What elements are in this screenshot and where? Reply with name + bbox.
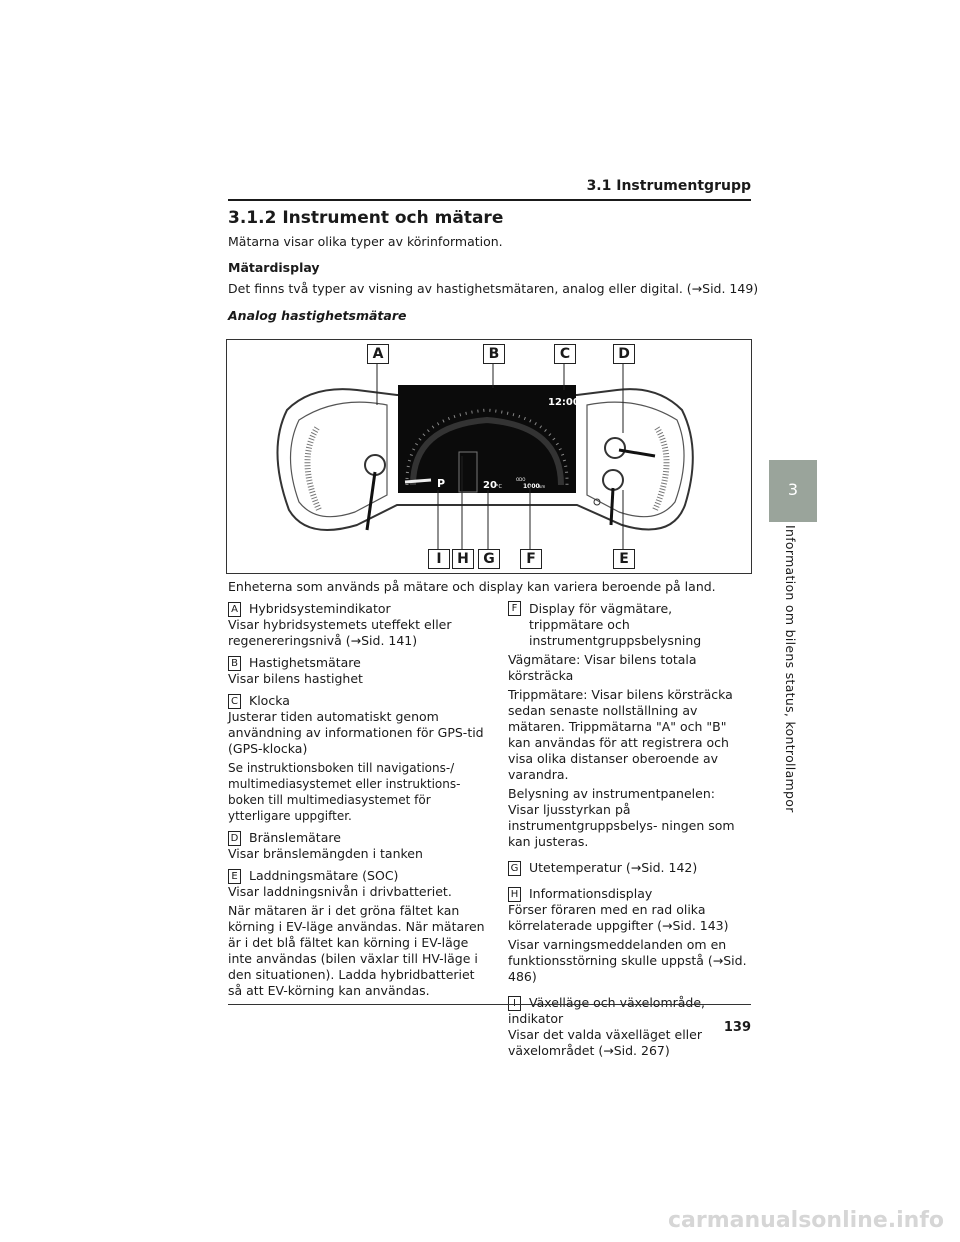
item-text: Vägmätare: Visar bilens totala körsträck… xyxy=(508,652,697,683)
item-letter: G xyxy=(508,861,521,876)
label-c: C xyxy=(554,344,576,364)
right-column: F Display för vägmätare, trippmätare och … xyxy=(508,601,748,1065)
item-letter: A xyxy=(228,602,241,617)
item-text: Visar hybridsystemets uteffekt eller reg… xyxy=(228,617,452,648)
figure-caption: Enheterna som används på mätare och disp… xyxy=(228,579,716,594)
item-text: Visar bilens hastighet xyxy=(228,671,363,686)
header-rule xyxy=(228,199,751,201)
item-letter: E xyxy=(228,869,241,884)
item-b: B Hastighetsmätare Visar bilens hastighet xyxy=(228,655,490,687)
label-i: I xyxy=(428,549,450,569)
item-text: Visar bränslemängden i tanken xyxy=(228,846,423,861)
label-e: E xyxy=(613,549,635,569)
item-c: C Klocka Justerar tiden automatiskt genom… xyxy=(228,693,490,824)
item-letter: H xyxy=(508,887,521,902)
item-letter: F xyxy=(508,601,521,616)
label-d: D xyxy=(613,344,635,364)
chapter-tab xyxy=(769,460,817,522)
figure-heading: Analog hastighetsmätare xyxy=(228,308,407,323)
odo-label: ODO xyxy=(516,477,525,482)
item-letter: C xyxy=(228,694,241,709)
odo-readout: 1000 xyxy=(523,483,540,490)
item-letter: B xyxy=(228,656,241,671)
left-column: A Hybridsystemindikator Visar hybridsyste… xyxy=(228,601,490,1005)
item-title: Växelläge och växelområde, indikator xyxy=(508,995,706,1026)
item-title: Informationsdisplay xyxy=(529,886,653,901)
display-text: Det finns två typer av visning av hastig… xyxy=(228,281,759,296)
item-title: Display för vägmätare, trippmätare och i… xyxy=(529,601,702,648)
temp-unit: °C xyxy=(496,484,503,490)
item-e: E Laddningsmätare (SOC) Visar laddningsni… xyxy=(228,868,490,999)
instrument-cluster-figure: 12:00 P 20 °C ODO 1000 km A B C D I H G … xyxy=(226,339,752,574)
item-title: Hybridsystemindikator xyxy=(249,601,391,616)
chapter-side-title: Information om bilens status, kontrollam… xyxy=(783,525,798,813)
item-g: G Utetemperatur (→Sid. 142) xyxy=(508,860,748,876)
item-d: D Bränslemätare Visar bränslemängden i ta… xyxy=(228,830,490,862)
item-text: Visar laddningsnivån i drivbatteriet. xyxy=(228,884,452,899)
item-text: Förser föraren med en rad olika körrelat… xyxy=(508,902,729,933)
clock-readout: 12:00 xyxy=(548,397,580,408)
item-i: IVäxelläge och växelområde, indikator Vi… xyxy=(508,995,748,1059)
item-text: Trippmätare: Visar bilens körsträcka sed… xyxy=(508,687,733,782)
odo-unit: km xyxy=(539,484,545,489)
section-intro: Mätarna visar olika typer av körinformat… xyxy=(228,234,503,249)
label-f: F xyxy=(520,549,542,569)
item-f: F Display för vägmätare, trippmätare och … xyxy=(508,601,748,850)
subheading: Mätardisplay xyxy=(228,260,320,275)
item-letter: D xyxy=(228,831,241,846)
footer-rule xyxy=(228,1004,751,1005)
item-text: Belysning av instrumentpanelen: Visar lj… xyxy=(508,786,735,849)
item-note: Se instruktionsboken till navigations-/ … xyxy=(228,761,461,823)
page-number: 139 xyxy=(723,1020,751,1035)
item-h: H Informationsdisplay Förser föraren med … xyxy=(508,886,748,985)
item-text: Visar varningsmeddelanden om en funktion… xyxy=(508,937,747,984)
item-title: Klocka xyxy=(249,693,290,708)
label-a: A xyxy=(367,344,389,364)
temp-readout: 20 xyxy=(483,480,497,491)
item-title: Bränslemätare xyxy=(249,830,341,845)
running-header: 3.1 Instrumentgrupp xyxy=(586,178,751,194)
section-title: 3.1.2 Instrument och mätare xyxy=(228,208,504,228)
item-note: När mätaren är i det gröna fältet kan kö… xyxy=(228,903,485,998)
item-title: Utetemperatur (→Sid. 142) xyxy=(529,860,698,875)
item-text: Justerar tiden automatiskt genom användn… xyxy=(228,709,484,756)
cluster-illustration: 12:00 P 20 °C ODO 1000 km xyxy=(276,364,694,549)
label-h: H xyxy=(452,549,474,569)
item-title: Hastighetsmätare xyxy=(249,655,361,670)
label-b: B xyxy=(483,344,505,364)
watermark: carmanualsonline.info xyxy=(668,1208,944,1233)
item-a: A Hybridsystemindikator Visar hybridsyste… xyxy=(228,601,490,649)
item-title: Laddningsmätare (SOC) xyxy=(249,868,399,883)
label-g: G xyxy=(478,549,500,569)
chapter-number: 3 xyxy=(787,480,799,499)
item-text: Visar det valda växelläget eller växelom… xyxy=(508,1027,702,1058)
gear-readout: P xyxy=(437,477,445,490)
